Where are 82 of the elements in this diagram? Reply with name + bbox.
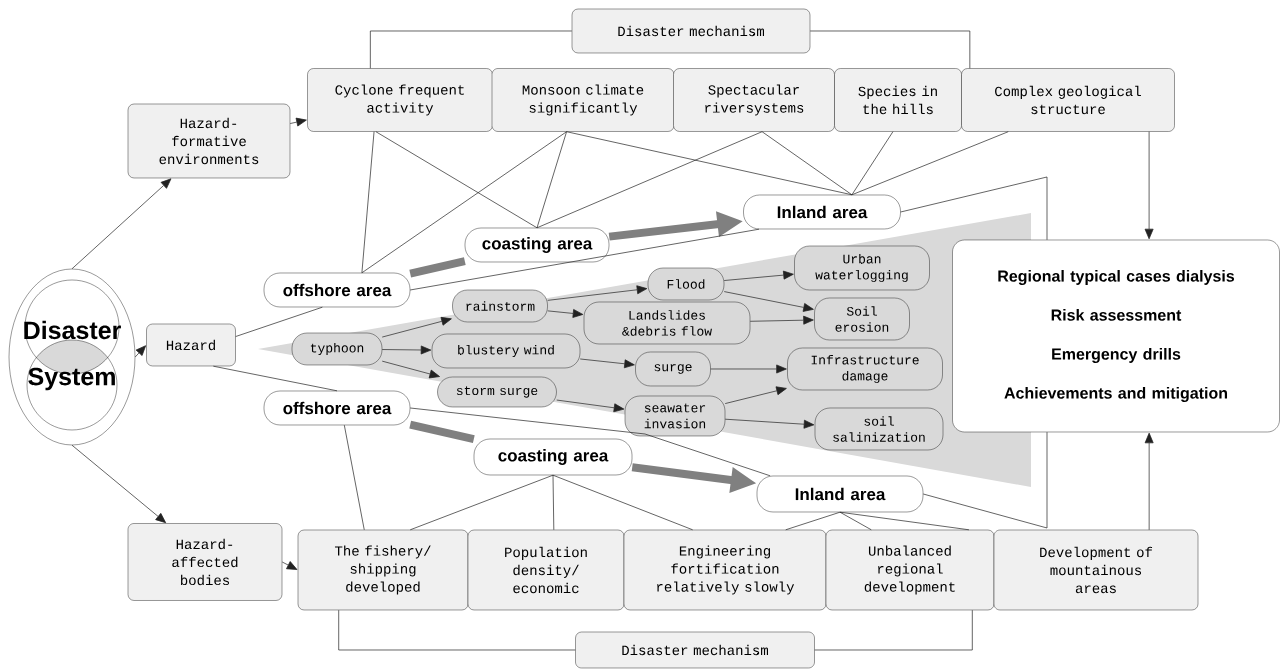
factor-box: Spectacular riversystems (673, 68, 835, 132)
arrow (134, 345, 147, 358)
hazard-node: Flood (647, 267, 725, 301)
connector-line (409, 407, 771, 477)
area-label: Inland area (743, 194, 901, 230)
arrow (381, 345, 432, 355)
hazard-node: soil salinization (814, 407, 944, 451)
area-label: coasting area (473, 438, 633, 476)
arrow (556, 399, 625, 413)
connector-line (343, 424, 365, 531)
arrow (724, 418, 815, 429)
factor-box: Disaster mechanism (575, 631, 815, 669)
factor-box: Disaster mechanism (571, 8, 811, 54)
hazard-node: surge (635, 351, 711, 387)
system-drawing: Disaster System (8, 268, 136, 446)
connector-line (814, 609, 973, 651)
connector-line (922, 431, 1048, 529)
factor-box: Monsoon climate significantly (491, 68, 675, 132)
connector-line (361, 131, 567, 274)
connector-line (409, 228, 760, 291)
connector-line (375, 131, 538, 229)
arrow (381, 360, 440, 379)
connector-line (839, 511, 970, 531)
outcome-box: Regional typical cases dialysis Risk assessment Emergency drills Achievements and mitigation (952, 239, 1280, 433)
hazard-node: storm surge (437, 376, 557, 408)
arrow (1144, 432, 1154, 531)
arrow (579, 358, 635, 369)
hazard-node: rainstorm (452, 289, 548, 323)
factor-box: Cyclone frequent activity (307, 68, 493, 132)
factor-box: Development of mountainous areas (993, 529, 1199, 611)
hazard-node: typhoon (291, 332, 383, 366)
hazard-node: Urban waterlogging (794, 245, 930, 291)
connector-line (761, 131, 853, 196)
factor-box: Complex geological structure (961, 68, 1175, 132)
hazard-node: blustery wind (431, 333, 581, 369)
factor-box: Hazard-affected bodies (127, 523, 283, 601)
factor-box: The fishery/ shipping developed (297, 529, 469, 611)
factor-box: Species in the hills (834, 68, 962, 132)
arrow (1144, 131, 1154, 240)
area-label: offshore area (263, 272, 411, 308)
connector-line (851, 131, 1009, 196)
arrow (723, 291, 814, 312)
connector-line (536, 131, 763, 229)
factor-box: Hazard-formative environments (127, 103, 291, 179)
connector-line (566, 131, 853, 196)
hazard-node: Landslides &debris flow (583, 301, 751, 345)
flow-band (409, 257, 466, 278)
connector-line (900, 176, 1048, 241)
arrow (749, 315, 814, 325)
connector-line (536, 131, 567, 229)
arrow (71, 178, 172, 270)
connector-line (552, 474, 693, 531)
area-label: offshore area (263, 390, 411, 426)
arrow (547, 285, 648, 301)
arrow (710, 364, 787, 374)
arrow (281, 561, 298, 570)
connector-line (213, 365, 338, 392)
arrow (71, 444, 167, 524)
arrow (289, 117, 307, 127)
connector-line (851, 131, 894, 196)
hazard-node: Soil erosion (814, 297, 910, 341)
connector-line (338, 609, 576, 651)
arrow (724, 386, 787, 404)
factor-box: Population density/ economic (467, 529, 625, 611)
factor-box: Engineering fortification relatively slowly (623, 529, 827, 611)
connector-line (839, 511, 872, 531)
connector-line (809, 30, 971, 69)
connector-line (235, 306, 323, 337)
connector-line (409, 474, 554, 531)
hazard-node: Infrastructure damage (787, 347, 943, 391)
connector-line (552, 474, 555, 531)
area-label: Inland area (756, 475, 924, 513)
flow-band (409, 420, 475, 443)
area-label: coasting area (464, 227, 610, 263)
connector-line (370, 30, 573, 69)
factor-box: Hazard (146, 323, 236, 367)
factor-box: Unbalanced regional development (825, 529, 995, 611)
arrow (723, 270, 794, 281)
arrow (381, 317, 452, 338)
hazard-node: seawater invasion (624, 395, 726, 437)
connector-line (361, 131, 375, 274)
arrow (547, 309, 584, 318)
